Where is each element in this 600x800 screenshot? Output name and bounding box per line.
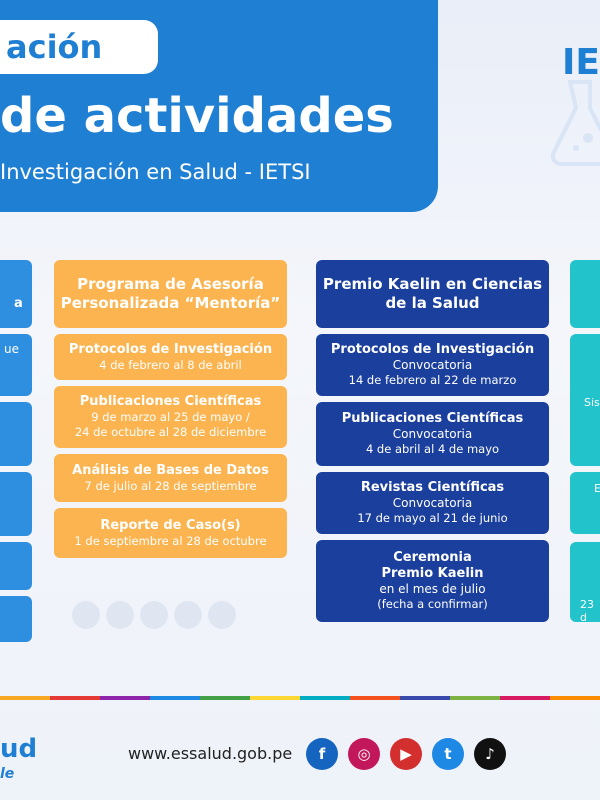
instagram-icon[interactable]: ◎ [348,738,380,770]
mentoria-item-dates: 4 de febrero al 8 de abril [99,357,242,372]
left-column-item [0,596,32,642]
flask-icon [550,80,600,167]
page-title: de actividades [0,88,394,144]
website-link[interactable]: www.essalud.gob.pe [128,744,293,763]
right-column-item: 23 d [570,542,600,622]
mentoria-item-title: Publicaciones Científicas [79,394,262,409]
right-column-item: E [570,472,600,534]
mentoria-item-title: Reporte de Caso(s) [100,517,241,533]
left-column-header [0,260,32,328]
decorative-dots [72,601,236,629]
mentoria-item-title: Protocolos de Investigación [68,341,273,357]
kaelin-item: Publicaciones Científicas Convocatoria 4… [316,402,549,466]
mentoria-header: Programa de Asesoría Personalizada “Ment… [54,260,287,328]
kaelin-item-sub: en el mes de julio [379,582,486,596]
right-column-header [570,260,600,328]
kaelin-item-title: Ceremonia Premio Kaelin [381,550,484,581]
kaelin-title: Premio Kaelin en Ciencias de la Salud [322,275,543,312]
right-column-item [570,334,600,396]
left-column-item [0,402,32,466]
header-tag: ación [0,20,158,74]
facebook-icon[interactable]: f [306,738,338,770]
kaelin-item: Ceremonia Premio Kaelin en el mes de jul… [316,540,549,622]
left-column-label: a [14,296,23,311]
mentoria-item-dates: 7 de julio al 28 de septiembre [84,478,257,493]
mentoria-item: Protocolos de Investigación 4 de febrero… [54,334,287,380]
kaelin-item-dates: 14 de febrero al 22 de marzo [348,373,517,387]
left-column-item: ue [0,334,32,396]
essalud-logo-tagline: le [0,766,15,782]
twitter-icon[interactable]: t [432,738,464,770]
mentoria-item-dates: 24 de octubre al 28 de diciembre [74,425,267,439]
left-column-item [0,472,32,536]
mentoria-item-title: Análisis de Bases de Datos [72,462,269,478]
kaelin-item-sub: Convocatoria [392,427,473,441]
kaelin-item-title: Revistas Científicas [360,480,505,495]
page-subtitle: Investigación en Salud - IETSI [0,160,311,184]
left-column-item [0,542,32,590]
decorative-color-band [0,690,600,706]
kaelin-item-sub: Convocatoria [392,496,473,510]
mentoria-item: Reporte de Caso(s) 1 de septiembre al 28… [54,508,287,558]
kaelin-item: Revistas Científicas Convocatoria 17 de … [316,472,549,534]
essalud-logo: ud [0,734,38,764]
kaelin-header: Premio Kaelin en Ciencias de la Salud [316,260,549,328]
right-column-item: Sis [570,386,600,466]
kaelin-item-dates: 4 de abril al 4 de mayo [365,442,500,456]
mentoria-item: Publicaciones Científicas 9 de marzo al … [54,386,287,448]
mentoria-item: Análisis de Bases de Datos 7 de julio al… [54,454,287,502]
kaelin-item-title: Publicaciones Científicas [341,411,524,426]
mentoria-item-dates: 9 de marzo al 25 de mayo / [91,410,250,424]
mentoria-title: Programa de Asesoría Personalizada “Ment… [60,275,281,312]
header-panel: ación de actividades Investigación en Sa… [0,0,438,212]
brand-logo-text: IE [562,42,600,83]
youtube-icon[interactable]: ▶ [390,738,422,770]
kaelin-item-title: Protocolos de Investigación [330,342,535,357]
kaelin-item: Protocolos de Investigación Convocatoria… [316,334,549,396]
kaelin-item-sub: Convocatoria [392,358,473,372]
tiktok-icon[interactable]: ♪ [474,738,506,770]
kaelin-item-dates: (fecha a confirmar) [377,597,488,611]
mentoria-item-dates: 1 de septiembre al 28 de octubre [74,533,267,548]
kaelin-item-dates: 17 de mayo al 21 de junio [357,511,508,525]
